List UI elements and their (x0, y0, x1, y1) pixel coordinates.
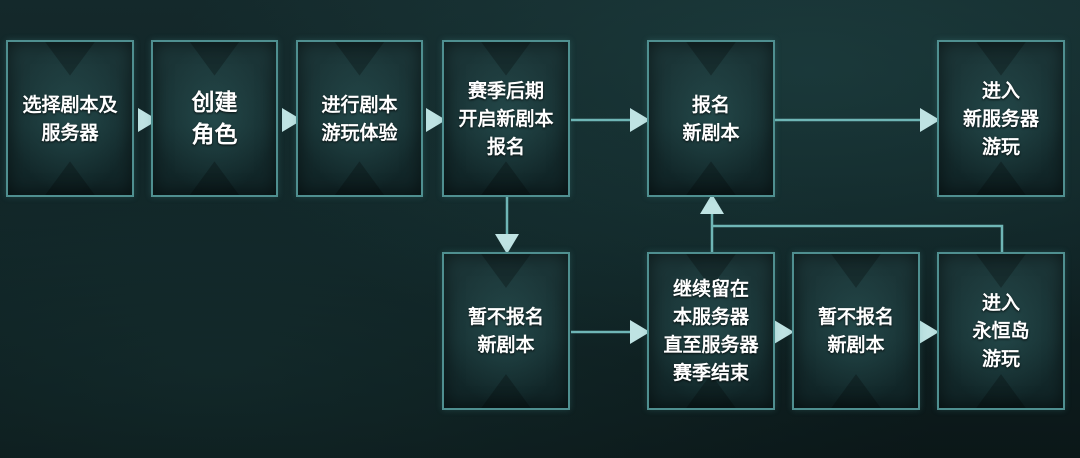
node-not-register-new-script-1: 暂不报名 新剧本 (442, 252, 570, 410)
connector-late-season-to-register (571, 108, 650, 132)
connector-stay-to-not-register (774, 320, 794, 344)
node-not-register-new-script-2: 暂不报名 新剧本 (792, 252, 920, 410)
connector-not-register-to-stay (571, 320, 650, 344)
node-label: 暂不报名 新剧本 (817, 306, 894, 356)
node-label: 创建 角色 (191, 89, 238, 148)
connector-back-to-register (700, 194, 1004, 252)
node-label: 进行剧本 游玩体验 (321, 93, 398, 144)
node-label: 继续留在 本服务器 直至服务器 赛季结束 (663, 278, 759, 384)
node-label: 选择剧本及 服务器 (22, 93, 118, 144)
node-label: 赛季后期 开启新剧本 报名 (458, 79, 554, 158)
node-stay-on-server-until-season-end: 继续留在 本服务器 直至服务器 赛季结束 (647, 252, 775, 410)
node-label: 暂不报名 新剧本 (467, 306, 544, 356)
connector-late-season-to-not-register (495, 197, 519, 254)
node-create-character: 创建 角色 (151, 40, 278, 197)
node-play-script-experience: 进行剧本 游玩体验 (296, 40, 423, 197)
node-label: 进入 永恒岛 游玩 (972, 292, 1030, 370)
node-label: 进入 新服务器 游玩 (962, 79, 1039, 158)
node-enter-new-server: 进入 新服务器 游玩 (937, 40, 1065, 197)
connector-not-register-to-eternal-island (919, 320, 939, 344)
connector-register-to-new-server (775, 108, 940, 132)
node-late-season-signup: 赛季后期 开启新剧本 报名 (442, 40, 570, 197)
node-register-new-script: 报名 新剧本 (647, 40, 775, 197)
node-select-script-and-server: 选择剧本及 服务器 (6, 40, 134, 197)
node-label: 报名 新剧本 (682, 93, 740, 144)
node-enter-eternal-island: 进入 永恒岛 游玩 (937, 252, 1065, 410)
